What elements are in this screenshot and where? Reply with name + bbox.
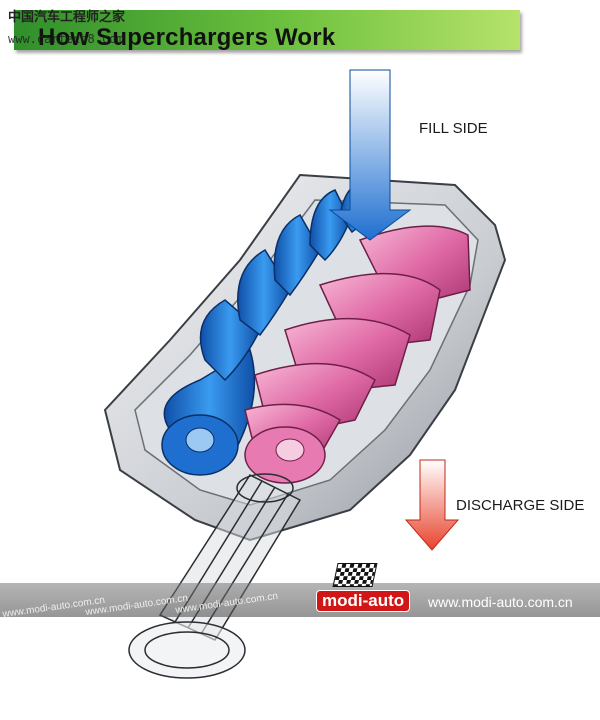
footer-watermark-strip bbox=[0, 583, 600, 617]
pink-rotor bbox=[244, 225, 471, 484]
brand-logo: modi-auto bbox=[316, 590, 411, 612]
brand-url: www.modi-auto.com.cn bbox=[428, 594, 573, 610]
watermark-cn: 中国汽车工程师之家 bbox=[8, 10, 126, 25]
blue-rotor bbox=[161, 179, 376, 476]
discharge-arrow bbox=[404, 459, 460, 551]
watermark-url: www.cartech8.com bbox=[8, 32, 124, 46]
fill-arrow bbox=[328, 69, 412, 241]
discharge-side-label: DISCHARGE SIDE bbox=[456, 497, 585, 514]
page-title: How Superchargers Work bbox=[38, 24, 336, 51]
fill-side-label: FILL SIDE bbox=[419, 120, 488, 137]
title-banner: How Superchargers Work bbox=[14, 10, 520, 51]
checkered-flag-icon bbox=[332, 563, 378, 587]
